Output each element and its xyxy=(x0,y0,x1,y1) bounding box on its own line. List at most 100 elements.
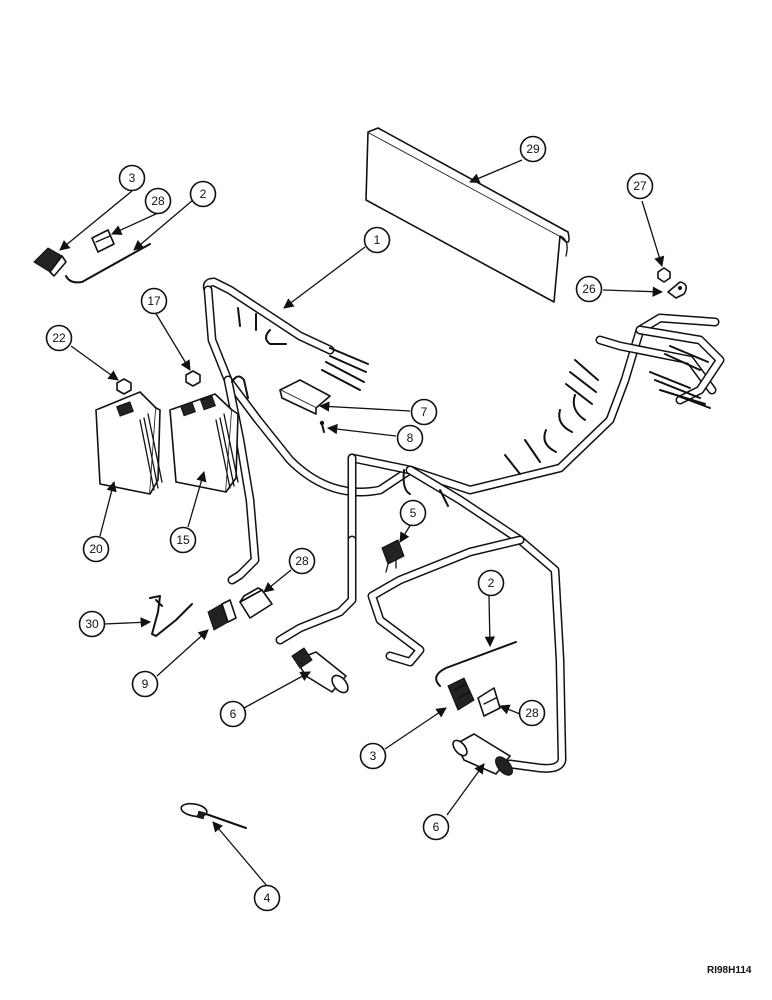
callout-label: 26 xyxy=(582,282,596,296)
callout-circle xyxy=(422,813,450,841)
clip-28-top xyxy=(91,229,115,253)
callout-circle xyxy=(131,670,159,698)
leader-26 xyxy=(602,286,664,297)
callout-4: 4 xyxy=(253,884,281,912)
callout-20: 20 xyxy=(82,535,110,563)
callout-28: 28 xyxy=(144,187,172,215)
leader-3-right xyxy=(384,707,447,750)
nut-17 xyxy=(185,370,201,387)
callout-circle xyxy=(45,324,73,352)
leader-17 xyxy=(154,311,191,371)
leader-2-right xyxy=(484,595,496,648)
callout-label: 28 xyxy=(151,194,165,208)
leader-28-right xyxy=(499,704,521,715)
callout-label: 27 xyxy=(633,179,647,193)
leader-28-top xyxy=(111,212,159,235)
callout-label: 6 xyxy=(433,820,440,834)
callout-label: 29 xyxy=(526,142,540,156)
callout-label: 30 xyxy=(85,617,99,631)
callout-label: 8 xyxy=(407,431,414,445)
leader-7 xyxy=(318,401,411,412)
clip-28-mid xyxy=(239,587,273,619)
leader-20 xyxy=(99,480,117,537)
callout-label: 3 xyxy=(129,171,136,185)
callout-label: 7 xyxy=(421,405,428,419)
leader-8 xyxy=(326,423,397,437)
leader-4 xyxy=(212,821,268,887)
callout-1: 1 xyxy=(363,226,391,254)
callout-circle xyxy=(575,275,603,303)
callout-label: 6 xyxy=(230,707,237,721)
callout-circle xyxy=(144,187,172,215)
cover-panel xyxy=(365,127,570,303)
connector-3-top xyxy=(33,247,67,277)
callout-circle xyxy=(518,699,546,727)
callout-circle xyxy=(410,398,438,426)
callout-circle xyxy=(396,424,424,452)
main-wiring-harness xyxy=(202,277,725,773)
callout-label: 20 xyxy=(89,542,103,556)
controller-20 xyxy=(95,391,163,495)
screw-8 xyxy=(319,420,325,433)
clip-28-right xyxy=(477,687,501,717)
callout-7: 7 xyxy=(410,398,438,426)
leader-30 xyxy=(103,617,152,628)
callout-circle xyxy=(169,526,197,554)
bolt-27 xyxy=(657,267,671,283)
leader-28-mid xyxy=(263,569,292,593)
leader-3-top xyxy=(59,190,133,251)
callout-circle xyxy=(359,742,387,770)
leader-22 xyxy=(70,345,119,381)
callout-2: 2 xyxy=(189,180,217,208)
callout-29: 29 xyxy=(519,135,547,163)
callout-26: 26 xyxy=(575,275,603,303)
callout-2: 2 xyxy=(477,569,505,597)
callout-6: 6 xyxy=(422,813,450,841)
callout-28: 28 xyxy=(518,699,546,727)
cable-tie-4 xyxy=(180,802,247,829)
callout-label: 28 xyxy=(295,554,309,568)
callout-28: 28 xyxy=(288,547,316,575)
callout-27: 27 xyxy=(626,172,654,200)
connector-6-left xyxy=(291,647,349,694)
callout-circle xyxy=(189,180,217,208)
leader-15 xyxy=(187,471,207,528)
callout-5: 5 xyxy=(399,499,427,527)
callout-circle xyxy=(288,547,316,575)
leader-5 xyxy=(399,523,412,543)
callout-circle xyxy=(78,610,106,638)
lead-2-top xyxy=(65,243,151,284)
callout-label: 15 xyxy=(176,533,190,547)
callout-circle xyxy=(82,535,110,563)
callout-3: 3 xyxy=(359,742,387,770)
callout-label: 2 xyxy=(200,187,207,201)
leader-29 xyxy=(469,159,523,184)
callout-label: 28 xyxy=(525,706,539,720)
callout-label: 3 xyxy=(370,749,377,763)
callout-17: 17 xyxy=(140,287,168,315)
callout-label: 22 xyxy=(52,331,66,345)
callout-label: 4 xyxy=(264,891,271,905)
callout-label: 5 xyxy=(410,506,417,520)
leader-6-left xyxy=(243,671,311,709)
lead-30 xyxy=(149,595,193,637)
clamp-26 xyxy=(667,281,688,299)
lead-2-right xyxy=(435,641,517,687)
callout-9: 9 xyxy=(131,670,159,698)
callout-30: 30 xyxy=(78,610,106,638)
callout-label: 1 xyxy=(374,233,381,247)
reference-code: RI98H114 xyxy=(707,965,752,976)
callout-label: 9 xyxy=(142,677,149,691)
callout-circle xyxy=(626,172,654,200)
leader-1 xyxy=(283,246,366,309)
nut-22 xyxy=(116,378,132,395)
callout-circle xyxy=(140,287,168,315)
callout-3: 3 xyxy=(118,164,146,192)
callout-circle xyxy=(219,700,247,728)
leader-2-top xyxy=(133,199,194,251)
leader-lines xyxy=(59,159,665,887)
callout-circle xyxy=(399,499,427,527)
controller-15 xyxy=(169,393,239,493)
connector-9 xyxy=(207,599,237,631)
